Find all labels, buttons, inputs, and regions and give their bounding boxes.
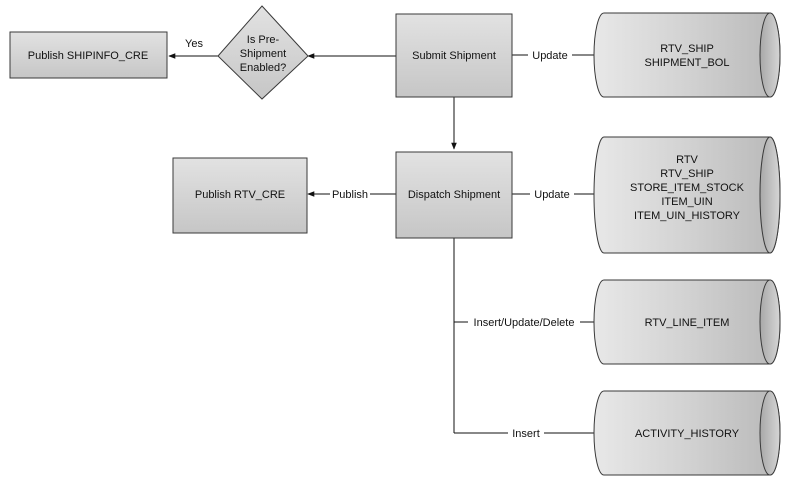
node-publish-rtv-cre-label: Publish RTV_CRE [195, 189, 285, 201]
decision-line-1: Is Pre- [247, 34, 280, 46]
node-dispatch-shipment: Dispatch Shipment [395, 151, 513, 239]
db-dispatch-line-4: ITEM_UIN [661, 196, 712, 208]
decision-line-3: Enabled? [240, 62, 287, 74]
decision-line-2: Shipment [240, 48, 286, 60]
edge-label-yes: Yes [185, 38, 203, 50]
db-rtv-ship-shipment-bol: RTV_SHIP SHIPMENT_BOL [593, 12, 781, 98]
node-publish-shipinfo-cre: Publish SHIPINFO_CRE [9, 31, 168, 79]
edge-label-insert: Insert [512, 428, 540, 440]
db-dispatch-line-5: ITEM_UIN_HISTORY [634, 210, 741, 222]
edge-label-publish: Publish [332, 189, 368, 201]
db-dispatch-line-1: RTV [676, 154, 698, 166]
db-rtv-ship-line-2: SHIPMENT_BOL [645, 57, 730, 69]
db-rtv-line-item: RTV_LINE_ITEM [593, 279, 781, 365]
db-activity-history: ACTIVITY_HISTORY [593, 390, 781, 476]
edge-label-update-dispatch: Update [534, 189, 569, 201]
edge-label-update-submit: Update [532, 50, 567, 62]
node-publish-shipinfo-cre-label: Publish SHIPINFO_CRE [28, 50, 148, 62]
db-dispatch-line-3: STORE_ITEM_STOCK [630, 182, 745, 194]
node-dispatch-shipment-label: Dispatch Shipment [408, 189, 500, 201]
node-preshipment-decision: Is Pre- Shipment Enabled? [217, 5, 309, 100]
db-activity-history-label: ACTIVITY_HISTORY [635, 428, 740, 440]
node-submit-shipment-label: Submit Shipment [412, 50, 496, 62]
edge-label-insert-update-delete: Insert/Update/Delete [474, 317, 575, 329]
db-dispatch-line-2: RTV_SHIP [660, 168, 714, 180]
node-submit-shipment: Submit Shipment [395, 13, 513, 98]
db-dispatch-tables: RTV RTV_SHIP STORE_ITEM_STOCK ITEM_UIN I… [593, 136, 781, 254]
node-publish-rtv-cre: Publish RTV_CRE [172, 157, 308, 234]
db-rtv-line-item-label: RTV_LINE_ITEM [645, 317, 730, 329]
db-rtv-ship-line-1: RTV_SHIP [660, 43, 714, 55]
